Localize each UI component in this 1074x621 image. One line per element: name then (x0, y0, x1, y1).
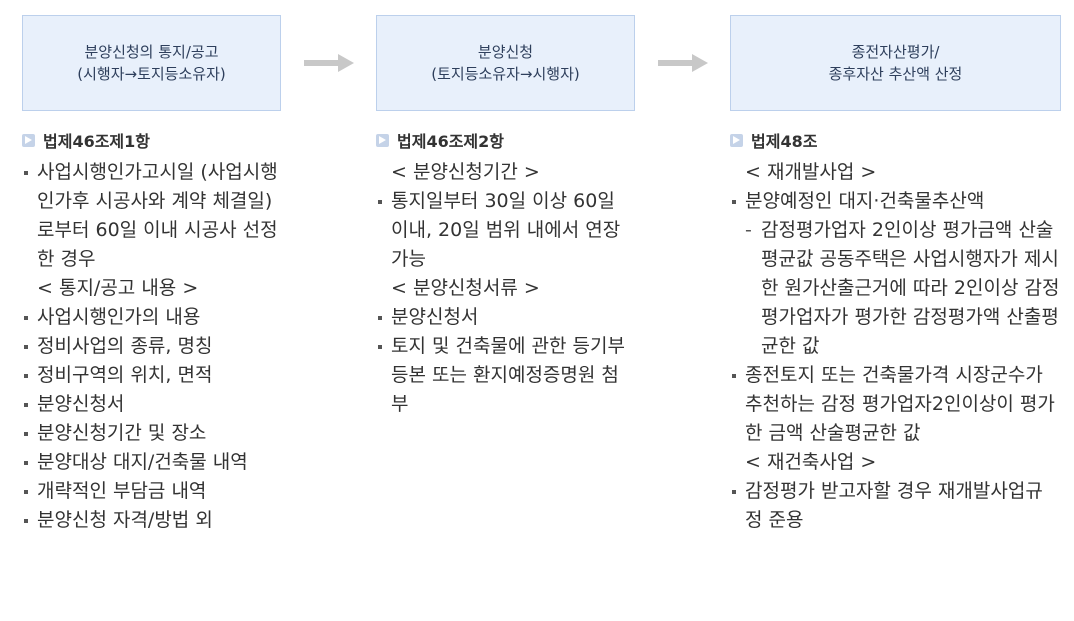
law-reference: 법제46조제2항 (376, 128, 634, 152)
step-detail-3: 법제48조 < 재개발사업 > 분양예정인 대지·건축물추산액감정평가업자 2인이… (730, 128, 1060, 535)
triangle-marker-icon (22, 133, 35, 147)
list-item: 사업시행인가고시일 (사업시행인가후 시공사와 계약 체결일)로부터 60일 이… (22, 158, 280, 274)
list-heading: < 재건축사업 > (745, 451, 877, 473)
list-item: 분양신청기간 및 장소 (22, 419, 280, 448)
list-item: 분양예정인 대지·건축물추산액 (730, 187, 1060, 216)
list-item: 종전토지 또는 건축물가격 시장군수가 추천하는 감정 평가업자2인이상이 평가… (730, 361, 1060, 448)
list-item: 통지일부터 30일 이상 60일 이내, 20일 범위 내에서 연장 가능 (376, 187, 634, 274)
step-box-2: 분양신청 (토지등소유자→시행자) (376, 15, 635, 111)
law-label: 법제46조제1항 (43, 132, 150, 151)
list-item: 분양대상 대지/건축물 내역 (22, 448, 280, 477)
list-item: 분양신청서 (22, 390, 280, 419)
list-item: 토지 및 건축물에 관한 등기부 등본 또는 환지예정증명원 첨부 (376, 332, 634, 419)
right-arrow-icon (658, 54, 708, 72)
step-box-1: 분양신청의 통지/공고 (시행자→토지등소유자) (22, 15, 281, 111)
detail-list: 사업시행인가고시일 (사업시행인가후 시공사와 계약 체결일)로부터 60일 이… (22, 158, 280, 535)
law-reference: 법제48조 (730, 128, 1060, 152)
list-item: 분양신청 자격/방법 외 (22, 506, 280, 535)
list-heading: < 분양신청기간 > (391, 161, 540, 183)
list-item: 정비사업의 종류, 명칭 (22, 332, 280, 361)
right-arrow-icon (304, 54, 354, 72)
step-detail-2: 법제46조제2항 < 분양신청기간 > 통지일부터 30일 이상 60일 이내, … (376, 128, 634, 419)
detail-list: < 분양신청기간 > 통지일부터 30일 이상 60일 이내, 20일 범위 내에… (376, 158, 634, 419)
list-item: 사업시행인가의 내용 (22, 303, 280, 332)
law-label: 법제48조 (751, 132, 818, 151)
triangle-marker-icon (376, 133, 389, 147)
list-item: 정비구역의 위치, 면적 (22, 361, 280, 390)
list-item: 감정평가업자 2인이상 평가금액 산술평균값 공동주택은 사업시행자가 제시한 … (730, 216, 1060, 361)
list-item: 개략적인 부담금 내역 (22, 477, 280, 506)
law-label: 법제46조제2항 (397, 132, 504, 151)
detail-list: < 재개발사업 > 분양예정인 대지·건축물추산액감정평가업자 2인이상 평가금액… (730, 158, 1060, 535)
triangle-marker-icon (730, 133, 743, 147)
list-item: 분양신청서 (376, 303, 634, 332)
list-heading: < 분양신청서류 > (391, 277, 540, 299)
step-box-3: 종전자산평가/ 종후자산 추산액 산정 (730, 15, 1061, 111)
law-reference: 법제46조제1항 (22, 128, 280, 152)
list-heading: < 통지/공고 내용 > (37, 277, 199, 299)
list-item: 감정평가 받고자할 경우 재개발사업규정 준용 (730, 477, 1060, 535)
step-detail-1: 법제46조제1항 사업시행인가고시일 (사업시행인가후 시공사와 계약 체결일)… (22, 128, 280, 535)
list-heading: < 재개발사업 > (745, 161, 877, 183)
